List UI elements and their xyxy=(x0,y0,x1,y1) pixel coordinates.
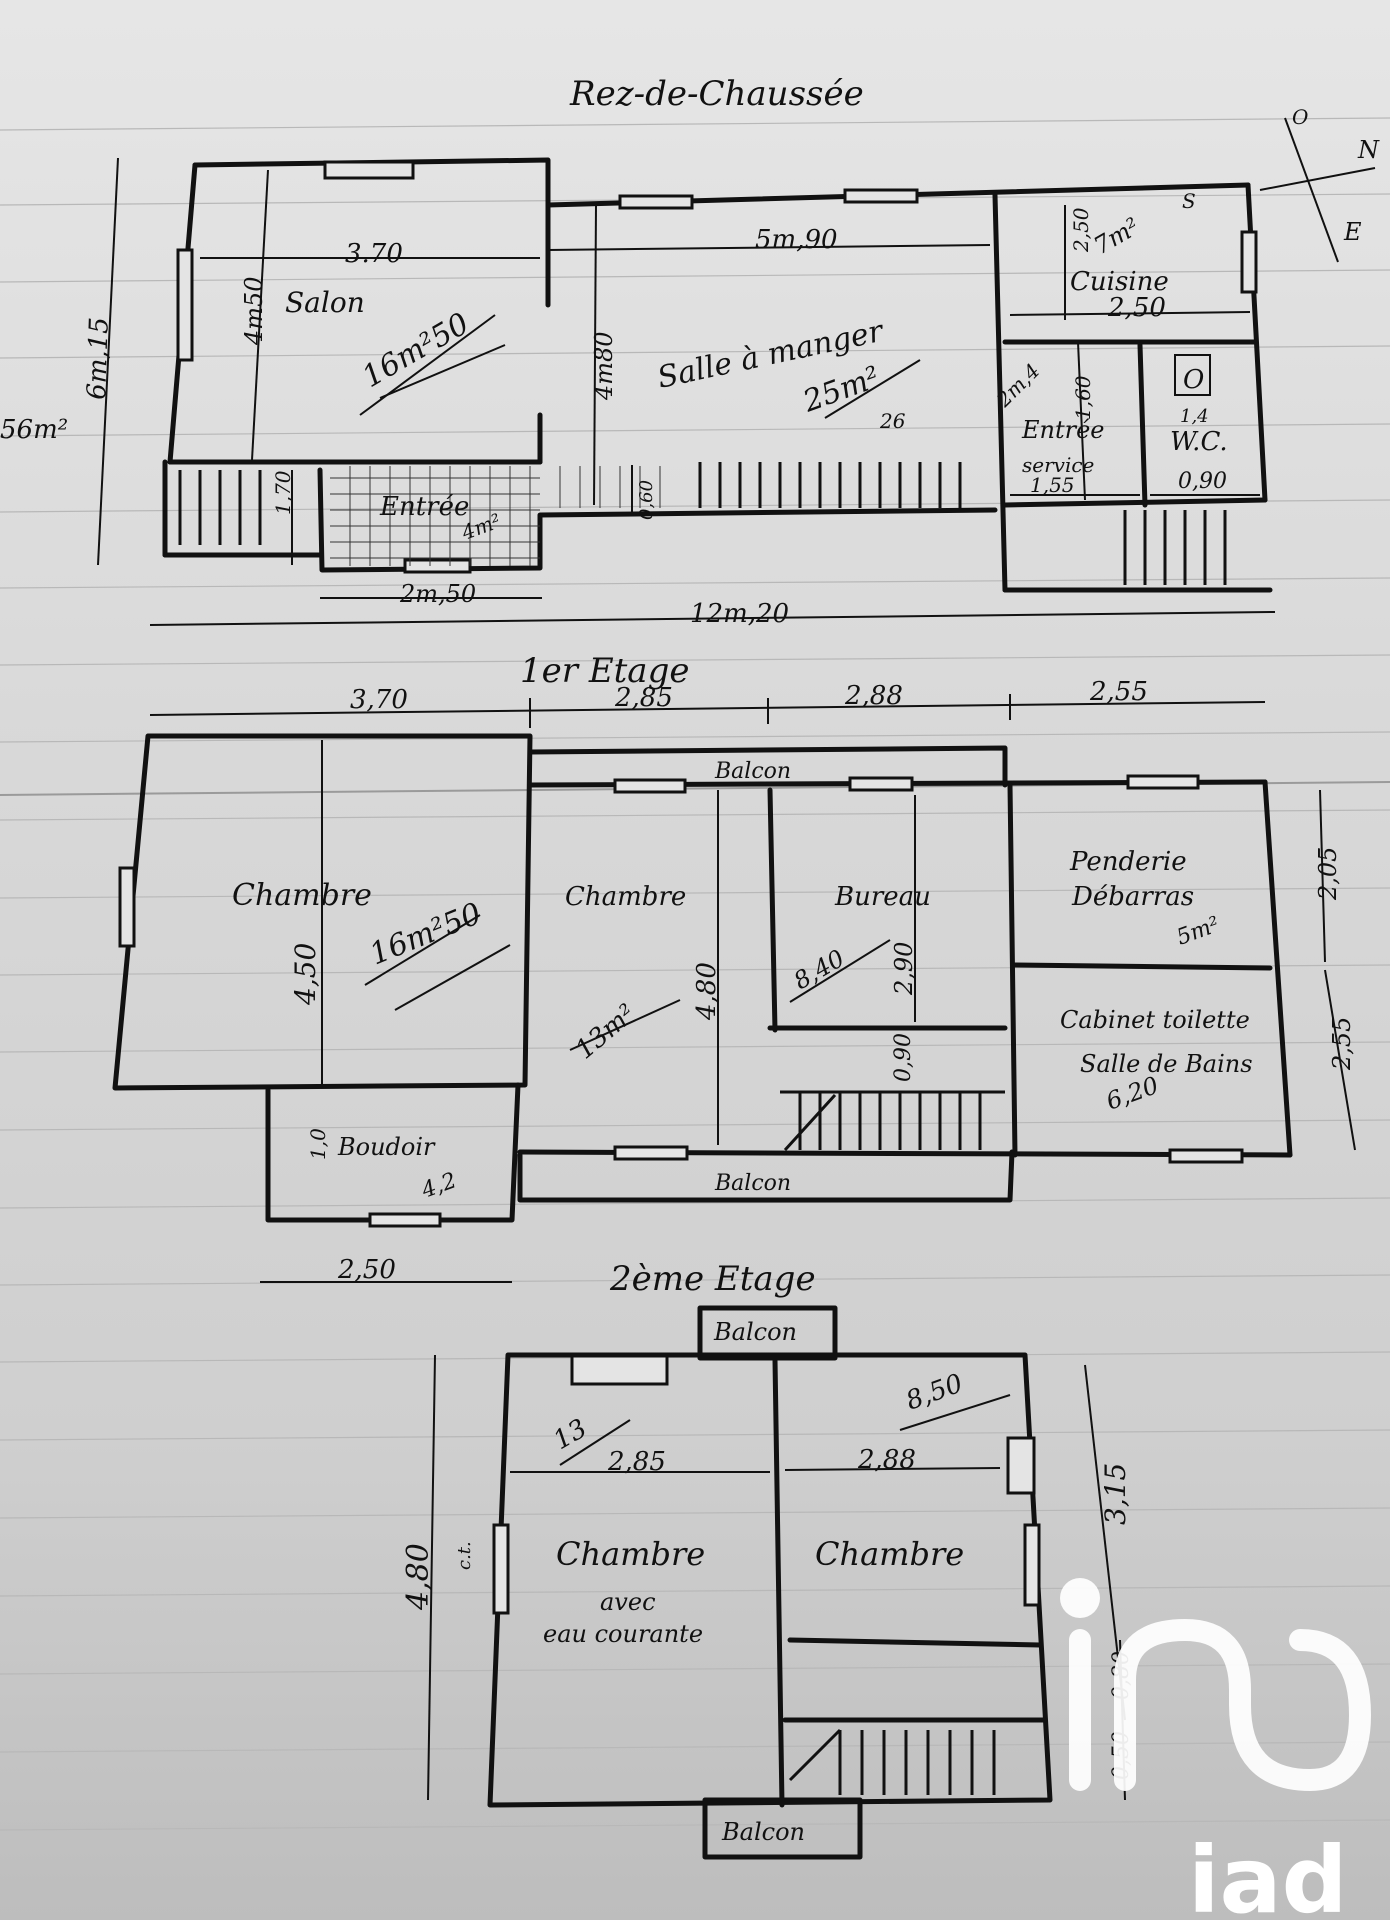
etage1-dim-lines xyxy=(260,740,1356,1283)
e2-side-note: c.t. xyxy=(454,1541,475,1570)
salon-label: Salon xyxy=(285,286,365,319)
etage1-balcon-top: Balcon xyxy=(714,759,791,784)
rdc-total-width: 12m,20 xyxy=(690,599,789,629)
rdc-total-height: 6m,15 xyxy=(82,317,115,401)
etage1-dim-3: 2,88 xyxy=(844,681,903,711)
iad-logo: iad xyxy=(1060,1578,1372,1920)
bureau-step: 0,90 xyxy=(891,1033,916,1082)
compass-e: E xyxy=(1343,218,1362,246)
etage1-windows xyxy=(118,774,1244,1228)
etage1-top-dimensions xyxy=(149,694,1266,728)
penderie-height: 2,05 xyxy=(1314,847,1342,901)
compass-o: O xyxy=(1292,105,1308,129)
compass-s: S xyxy=(1182,189,1196,213)
chambre1-label: Chambre xyxy=(232,878,372,913)
cuisine-area: 7m² xyxy=(1089,212,1144,260)
rdc-side-area: 56m² xyxy=(0,415,68,445)
entree-service-height: 1,60 xyxy=(1071,375,1095,420)
salle-height: 4m80 xyxy=(590,331,618,401)
cabinet-label: Cabinet toilette xyxy=(1060,1006,1250,1034)
bureau-height: 2,90 xyxy=(890,942,918,996)
etage2-balcon-bottom: Balcon xyxy=(721,1818,805,1846)
e2-chambre2-width: 2,88 xyxy=(857,1445,916,1475)
e2-right-height: 3,15 xyxy=(1099,1463,1132,1525)
boudoir-area: 4,2 xyxy=(418,1168,460,1204)
e2-chambre1-width: 2,85 xyxy=(607,1447,666,1477)
entree-step: 0,60 xyxy=(636,480,657,520)
entree-service-width: 1,55 xyxy=(1030,473,1075,497)
e2-chambre2-label: Chambre xyxy=(815,1535,964,1573)
cabinet-height: 2,55 xyxy=(1328,1017,1356,1071)
entree-depth: 1,70 xyxy=(271,470,295,515)
etage1-dim-1: 3,70 xyxy=(350,685,408,715)
wc-symbol-box xyxy=(1174,354,1211,396)
cuisine-width: 2,50 xyxy=(1107,293,1166,323)
penderie-label: Penderie xyxy=(1069,847,1187,877)
etage1-dim-2: 2,85 xyxy=(614,683,673,713)
penderie-label2: Débarras xyxy=(1071,882,1194,912)
etage1-title: 1er Etage xyxy=(520,651,689,691)
entree-service-label2: service xyxy=(1022,453,1094,477)
rdc-title: Rez-de-Chaussée xyxy=(569,74,864,114)
e2-chambre1-label: Chambre xyxy=(556,1535,705,1573)
etage2-title: 2ème Etage xyxy=(609,1259,816,1299)
compass: O N E S xyxy=(1182,105,1380,263)
etage1-balcon-bottom: Balcon xyxy=(714,1171,791,1196)
rdc-stairs xyxy=(178,462,1227,585)
salle-note: 26 xyxy=(879,409,906,433)
boudoir-width: 2,50 xyxy=(337,1255,396,1285)
bureau-area: 8,40 xyxy=(789,944,849,995)
etage1-dim-4: 2,55 xyxy=(1089,677,1148,707)
chambre2-area: 13m² xyxy=(570,999,642,1066)
rdc-entree-grid xyxy=(330,466,661,566)
wc-label: W.C. xyxy=(1170,427,1228,457)
etage2-stairs xyxy=(788,1728,996,1795)
salon-area: 16m²50 xyxy=(357,306,476,395)
wc-area: 1,4 xyxy=(1180,406,1209,427)
chambre2-label: Chambre xyxy=(565,882,686,912)
entree-service-label: Entrée xyxy=(1021,416,1105,444)
entree-width: 2m,50 xyxy=(399,580,476,608)
entree-label: Entrée xyxy=(379,492,469,522)
cabinet-label2: Salle de Bains xyxy=(1080,1050,1253,1078)
iad-logo-dot xyxy=(1060,1578,1100,1618)
wc-symbol: O xyxy=(1183,365,1204,395)
e2-chambre1-label2: avec xyxy=(600,1588,656,1616)
cuisine-label: Cuisine xyxy=(1070,267,1169,297)
salle-area: 25m² xyxy=(798,360,885,420)
etage2-windows xyxy=(492,1354,1041,1615)
penderie-area: 5m² xyxy=(1174,912,1224,950)
chambre2-height: 4,80 xyxy=(692,962,722,1021)
boudoir-label: Boudoir xyxy=(337,1133,436,1161)
cuisine-depth: 2,50 xyxy=(1069,207,1093,253)
chambre1-area: 16m²50 xyxy=(365,896,486,972)
iad-logo-text: iad xyxy=(1188,1827,1347,1920)
e2-chambre1-label3: eau courante xyxy=(543,1620,703,1648)
salon-height: 4m50 xyxy=(240,276,268,346)
rdc-dimensions xyxy=(97,157,1276,626)
e2-height: 4,80 xyxy=(401,1543,436,1611)
rdc-windows xyxy=(176,160,1258,574)
boudoir-side: 1,0 xyxy=(306,1128,330,1160)
compass-n: N xyxy=(1357,136,1380,164)
etage1-stairs xyxy=(780,1090,1005,1152)
wc-width: 0,90 xyxy=(1178,469,1227,494)
salle-width: 5m,90 xyxy=(755,225,838,255)
ruled-lines xyxy=(0,117,1390,1831)
e2-chambre2-area: 8,50 xyxy=(902,1369,967,1417)
bureau-label: Bureau xyxy=(834,882,931,912)
chambre1-height: 4,50 xyxy=(289,943,322,1006)
salon-width: 3.70 xyxy=(345,239,403,269)
etage2-balcon-top: Balcon xyxy=(713,1318,797,1346)
etage2-walls xyxy=(487,1305,1053,1860)
